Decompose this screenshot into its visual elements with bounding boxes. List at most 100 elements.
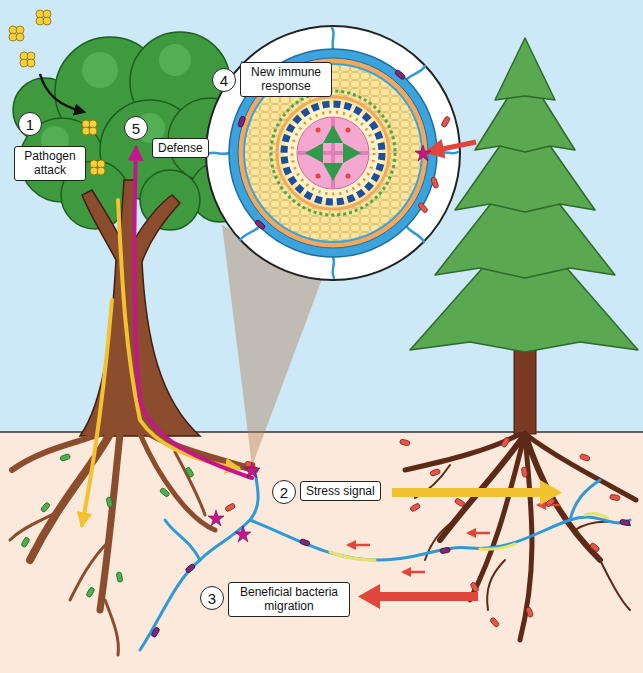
mantle-hyphae	[437, 152, 458, 153]
bacteria-green	[21, 537, 30, 548]
tree-roots	[105, 600, 118, 655]
crown-highlight	[159, 44, 191, 76]
bacteria-migration-arrow	[358, 584, 478, 609]
root-cross-section	[284, 104, 382, 202]
bacteria-purple	[185, 563, 196, 573]
pathogen-spores	[16, 33, 24, 41]
mantle-hyphae	[406, 226, 424, 242]
bacteria-red	[501, 437, 510, 448]
tree-roots	[100, 434, 120, 610]
mantle-bacteria	[237, 116, 245, 128]
label-text: Stress signal	[306, 484, 375, 498]
bacteria-migration-arrow	[358, 584, 380, 609]
fungal-hyphae	[140, 472, 630, 650]
tree-roots	[12, 434, 100, 470]
pathogen-arrow	[40, 74, 84, 112]
bacteria-green	[40, 502, 50, 513]
label-box: Defense	[152, 138, 209, 158]
root-cross-section	[292, 112, 374, 194]
mantle-bacteria	[254, 219, 266, 230]
bacteria-purple	[299, 538, 310, 546]
callout-number: 5	[124, 116, 148, 140]
root-cross-section	[323, 163, 343, 181]
magnifier-circle	[206, 26, 460, 280]
conifer-roots	[600, 560, 630, 610]
stress-signal-arrow	[392, 488, 542, 497]
callout-text: 3	[208, 591, 216, 606]
bacteria-green	[21, 453, 194, 597]
root-cross-section	[316, 128, 321, 133]
soil	[0, 432, 643, 673]
migration-arrow-small	[348, 544, 370, 547]
callout-number: 1	[18, 112, 42, 136]
callout-text: 2	[280, 485, 288, 500]
root-cross-section	[229, 49, 437, 257]
pathogen-spores	[97, 167, 105, 175]
tree-roots	[10, 510, 60, 540]
mantle-hyphae	[406, 66, 425, 80]
label-box: Beneficial bacteria migration	[228, 582, 350, 617]
root-cross-section	[346, 174, 351, 179]
stress-signal-path	[82, 200, 238, 525]
callout-number: 3	[200, 586, 224, 610]
bacteria-entry-arrow	[415, 142, 476, 161]
bacteria-red	[454, 498, 465, 507]
migration-arrow-small	[468, 532, 490, 535]
mantle-hyphae	[333, 257, 334, 278]
bacteria-red	[430, 468, 441, 476]
stress-signal-arrow	[540, 480, 562, 505]
mantle-bacteria	[394, 69, 406, 80]
conifer-roots	[405, 434, 520, 470]
immune-star	[208, 462, 260, 542]
immune-star	[235, 526, 251, 542]
bacteria-red	[525, 607, 533, 618]
hyphae-segment	[330, 552, 375, 560]
label-box: Pathogen attack	[14, 146, 86, 181]
bacteria-red	[521, 467, 528, 478]
pathogen-spores	[43, 17, 51, 25]
bacteria-purple	[620, 519, 631, 526]
root-cross-section	[346, 128, 351, 133]
callout-number: 4	[212, 68, 236, 92]
immune-star	[208, 510, 224, 526]
conifer-roots	[470, 434, 525, 600]
bacteria-red	[225, 503, 236, 512]
pathogen-spores	[89, 127, 97, 135]
callout-text: 5	[132, 121, 140, 136]
root-cross-section	[297, 117, 369, 189]
hyphae-segment	[585, 514, 608, 518]
bacteria-red	[610, 494, 621, 501]
label-text: New immune response	[246, 65, 326, 94]
root-cross-section	[271, 91, 395, 215]
label-text: Pathogen attack	[20, 149, 80, 178]
bacteria-green	[86, 587, 95, 598]
root-cross-section	[229, 49, 437, 257]
bacteria-entry-arrow	[415, 145, 431, 161]
bacteria-green	[106, 497, 113, 508]
mantle-bacteria	[417, 202, 428, 214]
pathogen-arrow	[40, 74, 84, 112]
bacteria-red	[579, 453, 590, 461]
callout-number: 2	[272, 480, 296, 504]
conifer-foliage	[495, 38, 555, 100]
conifer-roots	[487, 560, 505, 610]
tree-roots	[70, 540, 110, 600]
bacteria-red	[489, 617, 499, 628]
soil	[0, 432, 643, 673]
stress-signal-arrow	[392, 480, 562, 505]
bacteria-green	[185, 467, 194, 478]
label-text: Beneficial bacteria migration	[234, 585, 344, 614]
mantle-hyphae	[208, 28, 458, 278]
crown-highlight	[82, 52, 118, 88]
callout-text: 4	[220, 73, 228, 88]
root-cross-section	[323, 125, 343, 143]
root-cross-section	[244, 64, 422, 242]
fungal-hyphae	[165, 520, 200, 560]
root-cross-section	[305, 143, 323, 163]
conifer-roots	[405, 434, 636, 640]
bacteria-red	[410, 503, 421, 512]
fungal-hyphae	[250, 517, 630, 560]
hyphae-segment	[330, 514, 608, 560]
